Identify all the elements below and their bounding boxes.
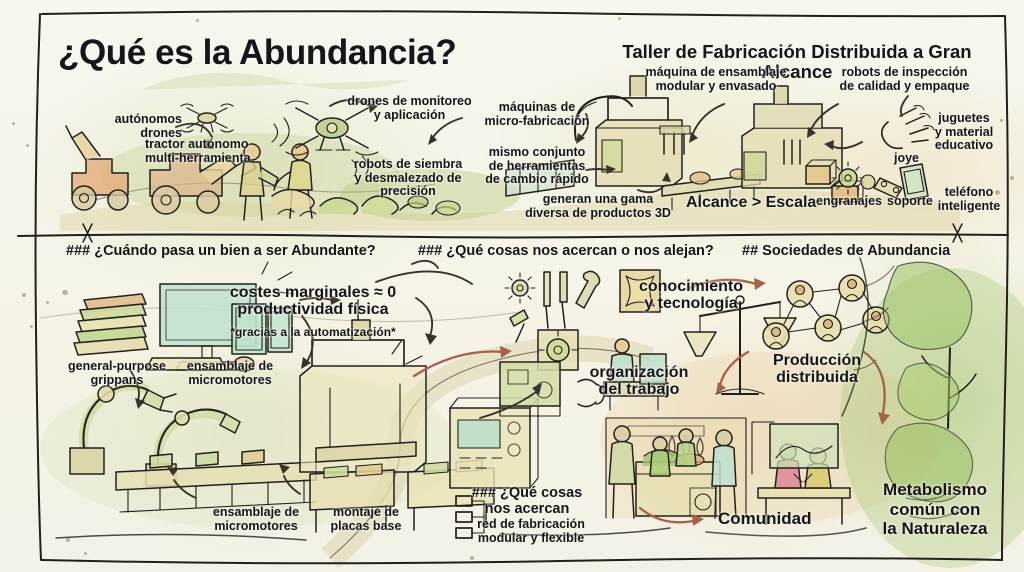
paper-speckle (46, 301, 49, 304)
top-panel-artwork (60, 72, 960, 231)
section-title-workshop: Taller de Fabricación Distribuida a Gran… (622, 41, 972, 82)
crop-field-art (270, 188, 461, 217)
modular-network-icons (455, 495, 485, 539)
paper-speckle (981, 207, 984, 210)
drone-large-art (271, 100, 379, 177)
label-toolset: mismo conjunto de herramientas de cambio… (485, 145, 589, 186)
label-smartphone: teléfono inteligente (937, 185, 1001, 213)
drone-small-art (180, 103, 234, 133)
paper-speckle (1010, 176, 1014, 180)
label-marginal-costs: costes marginales ≈ 0 productividad físi… (229, 284, 397, 319)
label-seeding-robots: robots de siembra y desmalezado de preci… (353, 157, 463, 198)
label-assembly-machine: máquina de ensamblaje modular y envasado (645, 65, 787, 93)
paper-speckle (950, 513, 953, 516)
paper-speckle (66, 538, 70, 542)
label-network-description: red de fabricación modular y flexible (477, 517, 585, 545)
page-title: ¿Qué es la Abundancia? (58, 33, 457, 72)
paper-speckle (84, 552, 87, 555)
books-stack-art (73, 293, 149, 356)
label-network-question: ### ¿Qué cosas nos acercan (471, 485, 583, 517)
label-autonomous-drones: autónomos drones (114, 112, 182, 140)
robot-arm-left-art (69, 381, 177, 475)
cnc-cabinet-art (449, 397, 539, 489)
paper-speckle (995, 190, 1000, 195)
gantry-machine-art (299, 299, 427, 473)
tools-grid-art (499, 269, 667, 417)
label-work-organization: organización del trabajo (589, 364, 689, 399)
heading-when-abundant: ### ¿Cuándo pasa un bien a ser Abundante… (66, 243, 376, 259)
label-knowledge-technology: conocimiento y tecnología (638, 278, 743, 313)
divider-tick-left (82, 223, 93, 243)
network-nodes-art (762, 274, 890, 350)
label-nature-metabolism: Metabolismo común con la Naturaleza (882, 480, 988, 539)
heading-abundance-societies: ## Sociedades de Abundancia (742, 243, 951, 259)
label-jewelry: joye (894, 151, 920, 165)
label-automation-note: *gracias a la automatización* (230, 325, 396, 339)
label-toys-educational: juguetes y material educativo (934, 111, 994, 152)
paper-speckle (62, 290, 68, 295)
label-product-range: generan una gama diversa de productos 3D (525, 192, 671, 220)
paper-speckle (196, 19, 199, 22)
paper-speckle (12, 122, 15, 125)
divider-tick-right (952, 223, 963, 243)
label-community: Comunidad (718, 509, 812, 528)
paper-speckle (26, 144, 29, 147)
label-general-purpose-grippers: general-purpose grippans (68, 359, 166, 387)
section-divider (17, 233, 1009, 239)
assembly-machine-art (741, 85, 864, 203)
label-baseplate-mounting: montaje de placas base (330, 505, 402, 533)
label-micromotor-assembly-top: ensamblaje de micromotores (186, 359, 274, 387)
label-micromotor-assembly-bottom: ensamblaje de micromotores (212, 505, 300, 533)
paper-speckle (22, 293, 26, 297)
label-autonomous-tractor: tractor autónomo multi-herramienta (145, 137, 251, 165)
heading-closer-farther: ### ¿Qué cosas nos acercan o nos alejan? (418, 243, 714, 259)
community-scene-art (605, 417, 851, 525)
paper-speckle (30, 325, 33, 328)
microfab-machine-art (505, 75, 761, 211)
farm-workers-art (239, 143, 313, 221)
computer-devices-art (145, 261, 295, 372)
label-microfab-machines: máquinas de micro-fabricación (484, 100, 590, 128)
paper-speckle (618, 17, 621, 20)
label-distributed-production: Producción distribuida (772, 352, 861, 387)
label-monitoring-drones: drones de monitoreo y aplicación (347, 94, 472, 122)
forest-art (841, 257, 977, 520)
label-support: soporte (887, 194, 933, 208)
bottom-panel-artwork (39, 257, 1024, 568)
label-scope-over-scale: Alcance > Escala (686, 194, 817, 211)
label-gears: engranajes (816, 194, 883, 208)
product-icons-art (831, 104, 935, 201)
label-inspection-robots: robots de inspección de calidad y empaqu… (839, 65, 970, 93)
